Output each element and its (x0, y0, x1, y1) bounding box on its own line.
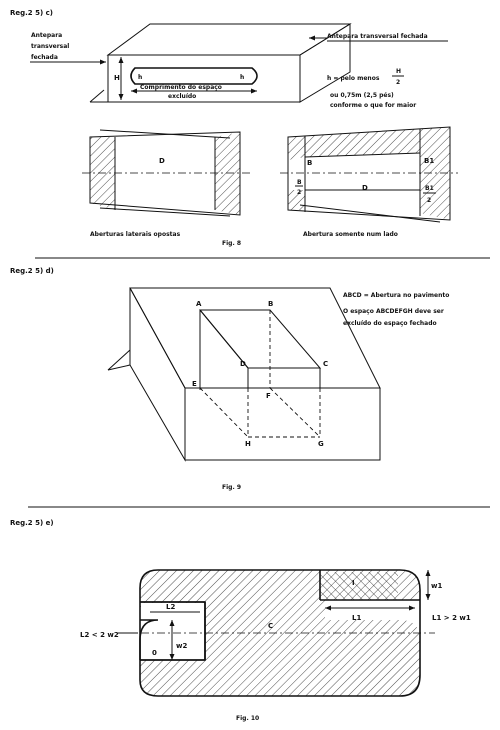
fig9-point-A: A (196, 300, 202, 308)
fig8-right-B1: B1 (424, 157, 434, 165)
fig9-legend-3: excluído do espaço fechado (343, 320, 437, 327)
fig10-I: I (352, 579, 355, 587)
fig10-section: Reg.2 5) e) L2 (10, 519, 471, 722)
fig8-right-panel: B B 2 D B1 B1 2 Abertura somente num lad… (280, 126, 458, 238)
fig8-h-right: h (240, 74, 244, 81)
fig8-caption: Fig. 8 (222, 240, 241, 247)
fig9-point-F: F (266, 392, 271, 400)
fig10-L2: L2 (166, 603, 175, 611)
fig8-opening (130, 67, 258, 85)
fig9-block: A B C D E F G H (107, 287, 381, 462)
fig8-right-b1half-den: 2 (427, 197, 431, 204)
fig10-w2: w2 (176, 642, 187, 650)
fig8-length-line2: excluído (168, 93, 196, 100)
fig9-caption: Fig. 9 (222, 484, 241, 491)
fig8-h-big: H (114, 74, 120, 82)
fig8-right-B: B (307, 159, 312, 167)
fig8-left-label-1: Antepara (31, 32, 62, 39)
fig8-left-label-3: fechada (31, 54, 58, 61)
fig8-section: Reg.2 5) c) H h h Comprimento do espaço … (10, 9, 458, 247)
fig8-box: H h h Comprimento do espaço excluído (89, 23, 352, 103)
fig9-legend-1: ABCD = Abertura no pavimento (343, 292, 449, 299)
fig10-w1: w1 (431, 582, 442, 590)
fig10-L1-cond: L1 > 2 w1 (432, 614, 471, 622)
fig8-cond-prefix: h = pelo menos (327, 75, 380, 82)
fig10-plan: L2 w2 0 C I L1 w1 L1 > 2 w1 L2 < 2 w2 (80, 569, 471, 697)
fig8-left-label-2: transversal (31, 43, 69, 50)
fig8-cond-line3: conforme o que for maior (330, 102, 416, 109)
fig10-C: C (268, 622, 273, 630)
fig9-point-D: D (240, 360, 246, 368)
fig8-length-line1: Comprimento do espaço (140, 84, 222, 91)
fig10-L1: L1 (352, 614, 361, 622)
fig8-right-b1half-num: B1 (425, 185, 434, 192)
fig9-point-G: G (318, 440, 324, 448)
fig8-right-bhalf-den: 2 (297, 189, 301, 196)
fig10-caption: Fig. 10 (236, 715, 259, 722)
fig8-cond-num: H (396, 68, 401, 75)
fig8-left-panel: D Aberturas laterais opostas (82, 129, 250, 238)
fig8-right-label: Antepara transversal fechada (327, 33, 428, 40)
fig8-right-bhalf-num: B (297, 179, 302, 186)
fig9-point-E: E (192, 380, 197, 388)
fig9-reg-label: Reg.2 5) d) (10, 267, 54, 275)
fig8-left-D: D (159, 157, 165, 165)
fig9-legend-2: O espaço ABCDEFGH deve ser (343, 308, 444, 315)
fig9-point-H: H (245, 440, 251, 448)
fig9-point-C: C (323, 360, 328, 368)
fig9-point-B: B (268, 300, 273, 308)
fig8-h-left: h (138, 74, 142, 81)
fig8-cond-line2: ou 0,75m (2,5 pés) (330, 92, 394, 99)
fig8-left-caption: Aberturas laterais opostas (90, 231, 181, 238)
fig8-right-caption: Abertura somente num lado (303, 231, 398, 238)
fig9-section: Reg.2 5) d) (10, 267, 449, 491)
fig8-right-D: D (362, 184, 368, 192)
fig10-reg-label: Reg.2 5) e) (10, 519, 54, 527)
fig8-condition: h = pelo menos H 2 ou 0,75m (2,5 pés) co… (327, 68, 416, 109)
fig10-O: 0 (152, 649, 157, 657)
fig8-reg-label: Reg.2 5) c) (10, 9, 53, 17)
fig10-L2-cond: L2 < 2 w2 (80, 631, 119, 639)
fig8-cond-den: 2 (396, 79, 400, 86)
